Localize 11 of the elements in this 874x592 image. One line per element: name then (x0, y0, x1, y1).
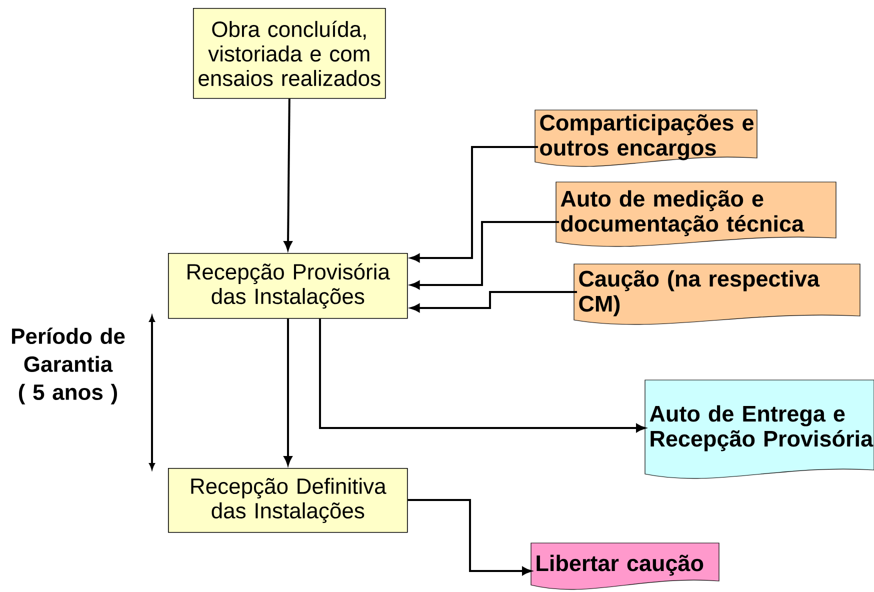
process-box: Recepção Provisória das Instalações (168, 253, 408, 319)
arrow (319, 318, 646, 432)
arrow (410, 291, 577, 312)
arrow (410, 146, 538, 262)
process-box: Obra concluída, vistoriada e com ensaios realizados (193, 8, 386, 99)
arrow (284, 318, 292, 466)
side-note: Período de Garantia ( 5 anos ) (12, 328, 125, 404)
arrow (410, 221, 559, 290)
arrow (408, 499, 532, 576)
arrow (284, 98, 292, 250)
process-box: Recepção Definitiva das Instalações (168, 468, 408, 533)
